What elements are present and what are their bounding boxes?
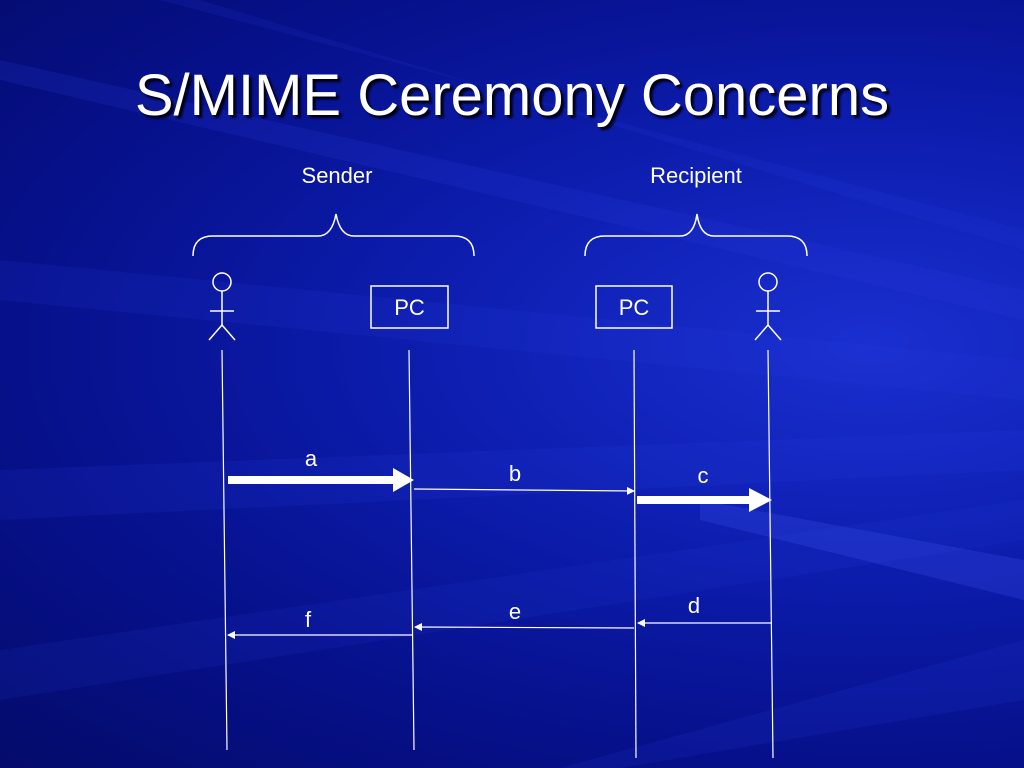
sender-lifeline — [221, 349, 228, 751]
message-c-arrow — [637, 488, 772, 512]
message-d-label: d — [688, 593, 700, 618]
slide-title: S/MIME Ceremony Concerns — [134, 63, 890, 128]
sender-pc-box: PC — [370, 285, 449, 329]
message-a-arrow — [228, 468, 414, 492]
recipient-lifeline — [767, 349, 774, 759]
recipient-pc-box: PC — [595, 285, 673, 329]
message-b-arrow — [413, 486, 635, 495]
recipient-person-icon — [754, 272, 782, 341]
recipient-pc-label: PC — [619, 295, 650, 320]
message-f-label: f — [305, 607, 312, 632]
recipient-pc-lifeline — [633, 349, 637, 759]
recipient-brace — [584, 213, 808, 257]
message-e-arrow — [414, 623, 635, 632]
recipient-label: Recipient — [650, 163, 742, 188]
message-a-label: a — [305, 446, 318, 471]
sender-pc-lifeline — [408, 349, 415, 751]
sender-label: Sender — [302, 163, 373, 188]
sender-brace — [192, 213, 475, 257]
sender-person-icon — [208, 272, 236, 341]
message-e-label: e — [509, 599, 521, 624]
message-c-label: c — [698, 463, 709, 488]
sender-pc-label: PC — [394, 295, 425, 320]
message-b-label: b — [509, 461, 521, 486]
